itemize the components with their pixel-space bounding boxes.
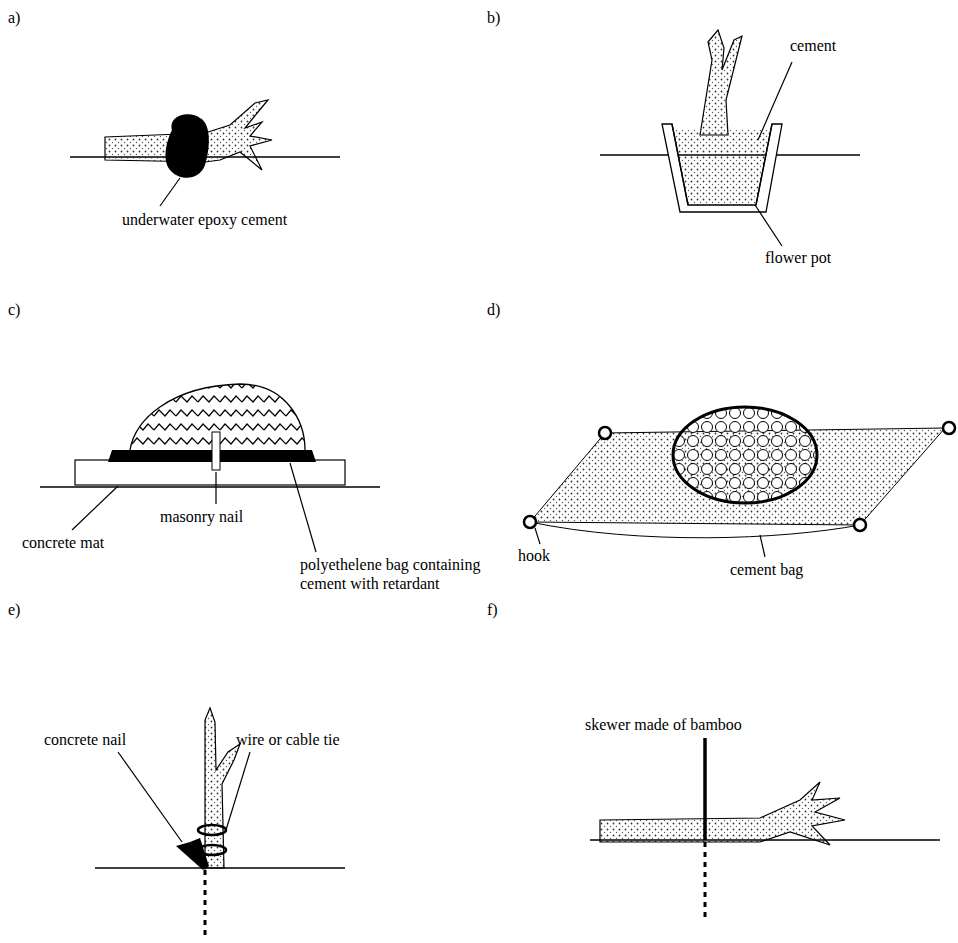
panel-letter: b) (487, 8, 500, 27)
part-name: hook (518, 546, 550, 565)
panel-c (40, 380, 380, 552)
panel-letter: e) (8, 600, 20, 619)
part-name: polyethelene bag containing cement with … (300, 555, 530, 593)
part-name: underwater epoxy cement (122, 210, 287, 229)
panel-d (524, 405, 955, 557)
part-name: skewer made of bamboo (585, 715, 742, 734)
panel-e (95, 708, 345, 940)
panel-letter: a) (8, 8, 20, 27)
panel-b (600, 30, 860, 246)
part-name: wire or cable tie (236, 730, 340, 749)
part-name: concrete nail (44, 730, 126, 749)
panel-f (590, 738, 940, 920)
panel-letter: c) (8, 300, 20, 319)
part-name: flower pot (765, 248, 831, 267)
part-name: cement bag (730, 560, 803, 579)
part-name: masonry nail (160, 507, 243, 526)
part-name: concrete mat (22, 533, 104, 552)
panel-letter: f) (487, 600, 498, 619)
part-name: cement (790, 36, 836, 55)
panel-letter: d) (487, 300, 500, 319)
panel-a (70, 100, 340, 206)
